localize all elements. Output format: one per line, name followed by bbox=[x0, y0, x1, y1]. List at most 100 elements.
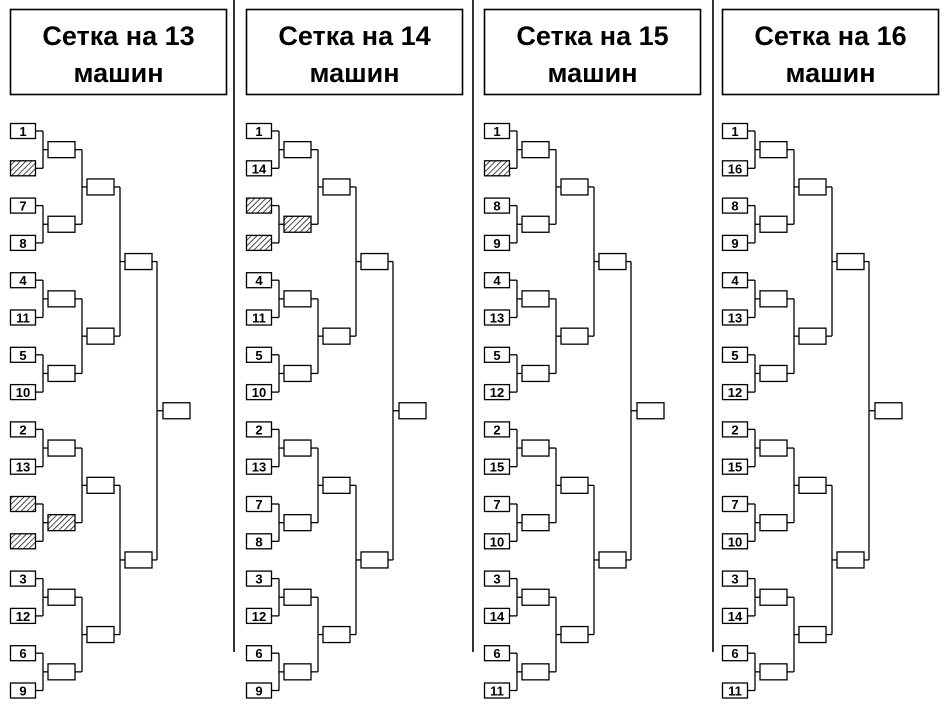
round3-slot bbox=[124, 252, 153, 271]
round2-slot bbox=[86, 178, 115, 196]
seed-slot: 1 bbox=[245, 122, 273, 140]
seed-slot: 6 bbox=[245, 645, 273, 662]
seed-number: 3 bbox=[255, 572, 262, 587]
bye-box bbox=[9, 160, 37, 177]
seed-slot: 12 bbox=[721, 383, 749, 401]
seed-slot: 7 bbox=[9, 197, 37, 214]
round1-slot bbox=[283, 215, 312, 233]
seed-number: 13 bbox=[16, 460, 30, 475]
bye-slot bbox=[9, 160, 37, 177]
round1-slot bbox=[47, 663, 76, 681]
seed-slot: 2 bbox=[245, 421, 273, 438]
round1-slot bbox=[283, 588, 312, 606]
round2-slot bbox=[798, 178, 827, 196]
round3-slot bbox=[598, 551, 627, 569]
round3-slot bbox=[360, 551, 389, 569]
seed-number: 13 bbox=[728, 311, 742, 326]
seed-number: 2 bbox=[19, 422, 26, 437]
seed-slot: 13 bbox=[483, 309, 511, 326]
seed-number: 3 bbox=[493, 572, 500, 587]
seed-number: 4 bbox=[255, 273, 263, 288]
seed-number: 14 bbox=[728, 609, 743, 624]
title-frame bbox=[245, 8, 464, 96]
seed-number: 9 bbox=[731, 236, 738, 251]
round1-slot bbox=[47, 588, 76, 606]
round1-slot bbox=[283, 140, 312, 159]
round1-slot bbox=[47, 290, 76, 308]
round1-slot bbox=[521, 290, 550, 308]
round1-slot bbox=[283, 364, 312, 383]
seed-slot: 1 bbox=[483, 122, 511, 140]
round1-slot bbox=[47, 140, 76, 159]
round2-slot bbox=[560, 476, 589, 495]
seed-number: 12 bbox=[16, 609, 30, 624]
round1-slot bbox=[759, 588, 788, 606]
seed-number: 8 bbox=[493, 199, 500, 214]
round2-slot bbox=[322, 476, 351, 495]
seed-slot: 3 bbox=[9, 570, 37, 587]
seed-number: 11 bbox=[490, 684, 504, 699]
seed-number: 2 bbox=[731, 422, 738, 437]
seed-slot: 2 bbox=[721, 421, 749, 438]
round1-slot bbox=[47, 514, 76, 532]
seed-number: 11 bbox=[252, 311, 266, 326]
seed-slot: 16 bbox=[721, 160, 749, 177]
round1-slot bbox=[759, 215, 788, 233]
seed-number: 6 bbox=[493, 646, 500, 661]
seed-number: 1 bbox=[493, 124, 500, 139]
round1-slot bbox=[759, 439, 788, 457]
round1-slot bbox=[759, 663, 788, 681]
seed-slot: 6 bbox=[483, 645, 511, 662]
round1-slot bbox=[283, 439, 312, 457]
round1-slot bbox=[521, 514, 550, 532]
seed-slot: 15 bbox=[721, 458, 749, 475]
seed-slot: 14 bbox=[721, 607, 749, 625]
round1-slot bbox=[521, 364, 550, 383]
seed-number: 16 bbox=[728, 161, 742, 176]
seed-number: 5 bbox=[19, 348, 26, 363]
round1-slot bbox=[47, 364, 76, 383]
round2-slot bbox=[86, 327, 115, 345]
seed-slot: 7 bbox=[721, 495, 749, 513]
round2-slot bbox=[86, 476, 115, 495]
round1-slot bbox=[759, 290, 788, 308]
seed-slot: 4 bbox=[245, 272, 273, 289]
round2-slot bbox=[560, 327, 589, 345]
seed-slot: 9 bbox=[483, 234, 511, 252]
seed-slot: 10 bbox=[9, 383, 37, 401]
seed-slot: 8 bbox=[483, 197, 511, 214]
bye-box bbox=[245, 234, 273, 252]
bye-slot bbox=[9, 495, 37, 513]
round2-slot bbox=[322, 625, 351, 644]
round1-slot bbox=[47, 215, 76, 233]
seed-number: 12 bbox=[490, 385, 504, 400]
seed-number: 8 bbox=[19, 236, 26, 251]
seed-number: 4 bbox=[731, 273, 739, 288]
seed-number: 5 bbox=[731, 348, 738, 363]
column-dividers bbox=[233, 0, 714, 652]
seed-slot: 7 bbox=[483, 495, 511, 513]
seed-slot: 5 bbox=[245, 346, 273, 363]
bye-slot bbox=[9, 533, 37, 550]
seed-number: 9 bbox=[493, 236, 500, 251]
seed-slot: 13 bbox=[9, 458, 37, 475]
seed-number: 10 bbox=[490, 534, 504, 549]
title-frame bbox=[9, 8, 228, 96]
seed-slot: 1 bbox=[9, 122, 37, 140]
seed-slot: 2 bbox=[483, 421, 511, 438]
seed-slot: 12 bbox=[245, 607, 273, 625]
seed-slot: 6 bbox=[721, 645, 749, 662]
round1-slot bbox=[47, 439, 76, 457]
seed-number: 10 bbox=[16, 385, 30, 400]
seed-slot: 1 bbox=[721, 122, 749, 140]
seed-slot: 10 bbox=[721, 533, 749, 550]
seed-slot: 7 bbox=[245, 495, 273, 513]
title-frame bbox=[483, 8, 702, 96]
seed-number: 3 bbox=[731, 572, 738, 587]
